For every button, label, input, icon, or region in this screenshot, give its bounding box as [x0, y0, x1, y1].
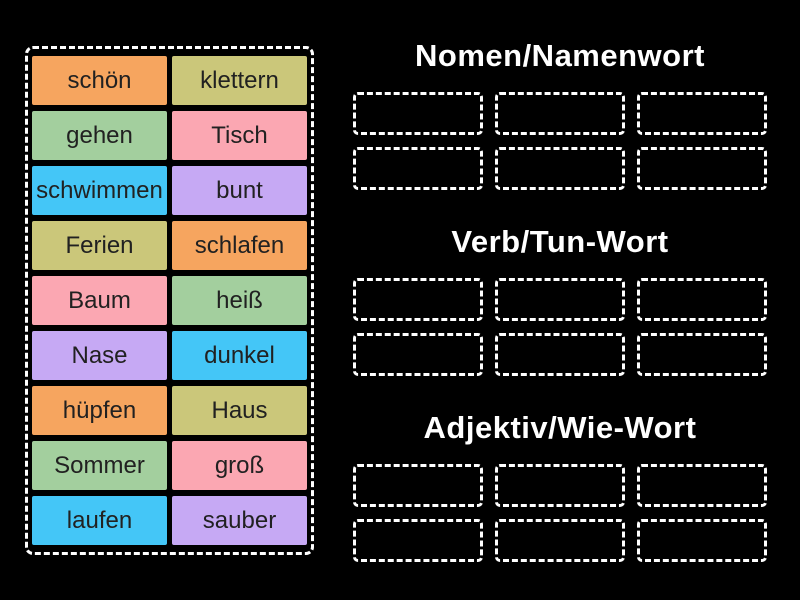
word-tile-klettern[interactable]: klettern [172, 56, 307, 105]
drop-slot[interactable] [353, 333, 483, 376]
drop-zone-nomen [353, 92, 767, 190]
word-tile-ferien[interactable]: Ferien [32, 221, 167, 270]
word-tile-haus[interactable]: Haus [172, 386, 307, 435]
word-tile-tisch[interactable]: Tisch [172, 111, 307, 160]
drop-slot[interactable] [495, 278, 625, 321]
drop-slot[interactable] [637, 333, 767, 376]
drop-slot[interactable] [637, 92, 767, 135]
word-tile-huepfen[interactable]: hüpfen [32, 386, 167, 435]
category-title-verb: Verb/Tun-Wort [451, 224, 669, 259]
drop-slot[interactable] [353, 92, 483, 135]
drop-slot[interactable] [353, 147, 483, 190]
category-group-nomen: Nomen/Namenwort [353, 36, 767, 190]
drop-slot[interactable] [495, 92, 625, 135]
drop-slot[interactable] [353, 464, 483, 507]
word-tile-sommer[interactable]: Sommer [32, 441, 167, 490]
word-tile-gehen[interactable]: gehen [32, 111, 167, 160]
drop-slot[interactable] [495, 464, 625, 507]
word-tile-schlafen[interactable]: schlafen [172, 221, 307, 270]
category-group-adjektiv: Adjektiv/Wie-Wort [353, 408, 767, 562]
drop-slot[interactable] [637, 519, 767, 562]
drop-zone-adjektiv [353, 464, 767, 562]
word-tile-schwimmen[interactable]: schwimmen [32, 166, 167, 215]
word-tile-bunt[interactable]: bunt [172, 166, 307, 215]
drop-slot[interactable] [637, 278, 767, 321]
word-tile-gross[interactable]: groß [172, 441, 307, 490]
drop-slot[interactable] [495, 333, 625, 376]
word-tile-sauber[interactable]: sauber [172, 496, 307, 545]
word-tile-baum[interactable]: Baum [32, 276, 167, 325]
word-bank: schön klettern gehen Tisch schwimmen bun… [25, 46, 314, 555]
word-tile-heiss[interactable]: heiß [172, 276, 307, 325]
drop-slot[interactable] [353, 519, 483, 562]
drop-zone-verb [353, 278, 767, 376]
word-tile-schoen[interactable]: schön [32, 56, 167, 105]
category-title-adjektiv: Adjektiv/Wie-Wort [423, 410, 697, 445]
word-tile-nase[interactable]: Nase [32, 331, 167, 380]
drop-slot[interactable] [495, 519, 625, 562]
word-tile-dunkel[interactable]: dunkel [172, 331, 307, 380]
category-group-verb: Verb/Tun-Wort [353, 222, 767, 376]
drop-slot[interactable] [495, 147, 625, 190]
drop-slot[interactable] [637, 464, 767, 507]
word-tile-laufen[interactable]: laufen [32, 496, 167, 545]
drop-slot[interactable] [353, 278, 483, 321]
category-title-nomen: Nomen/Namenwort [415, 38, 705, 73]
drop-slot[interactable] [637, 147, 767, 190]
